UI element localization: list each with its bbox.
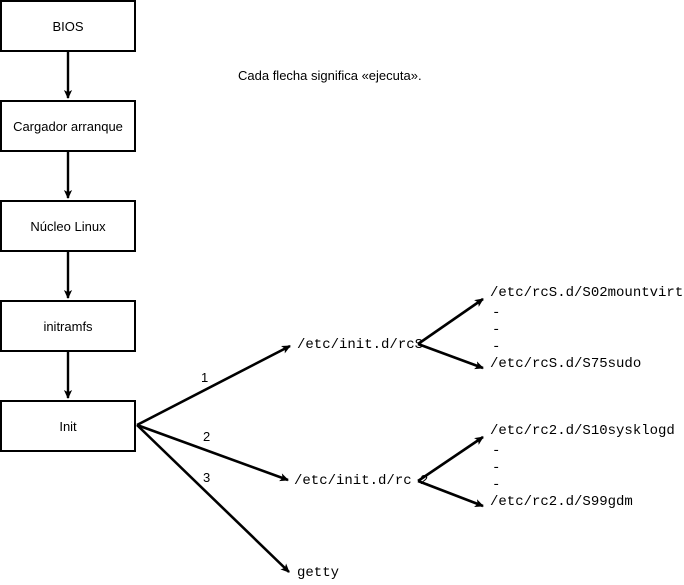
- boot-box-bootloader: Cargador arranque: [0, 100, 136, 152]
- rc2-branch-arrow-first: [417, 435, 484, 483]
- init-branch-number-2: 2: [203, 429, 211, 444]
- init-branch-target-rcs: /etc/init.d/rcS: [297, 337, 424, 353]
- rcs-script-first: /etc/rcS.d/S02mountvirtfs: [490, 285, 684, 301]
- rc2-ellipsis-dash-3: -: [492, 477, 501, 493]
- rcs-ellipsis-dash-2: -: [492, 322, 501, 338]
- boot-box-initramfs-label: initramfs: [43, 318, 93, 334]
- rc2-script-last: /etc/rc2.d/S99gdm: [490, 494, 633, 510]
- init-branch-arrow-1: [136, 344, 291, 427]
- init-branch-number-3: 3: [203, 470, 211, 485]
- boot-box-bios-label: BIOS: [52, 18, 84, 34]
- rc2-script-first: /etc/rc2.d/S10sysklogd: [490, 423, 675, 439]
- rc2-ellipsis-dash-2: -: [492, 460, 501, 476]
- boot-box-init-label: Init: [59, 418, 77, 434]
- rc2-script-ellipsis: - - -: [492, 443, 500, 494]
- rcs-ellipsis-dash-3: -: [492, 339, 501, 355]
- init-branch-arrow-2: [136, 423, 289, 482]
- rcs-branch-arrow-last: [417, 342, 484, 370]
- init-branch-target-rc2: /etc/init.d/rc 2: [294, 473, 429, 489]
- boot-box-init: Init: [0, 400, 136, 452]
- boot-box-initramfs: initramfs: [0, 300, 136, 352]
- rcs-script-last: /etc/rcS.d/S75sudo: [490, 356, 642, 372]
- rc2-branch-arrow-last: [417, 479, 484, 508]
- rcs-branch-arrow-first: [417, 297, 484, 346]
- boot-box-kernel-label: Núcleo Linux: [30, 218, 106, 234]
- boot-box-bios: BIOS: [0, 0, 136, 52]
- rcs-ellipsis-dash-1: -: [492, 305, 501, 321]
- diagram-note: Cada flecha significa «ejecuta».: [238, 68, 422, 83]
- boot-box-bootloader-label: Cargador arranque: [13, 118, 123, 134]
- init-branch-arrow-3: [136, 424, 290, 573]
- init-branch-target-getty: getty: [297, 565, 340, 581]
- init-branch-number-1: 1: [201, 370, 209, 385]
- rc2-ellipsis-dash-1: -: [492, 443, 501, 459]
- rcs-script-ellipsis: - - -: [492, 305, 500, 356]
- boot-box-kernel: Núcleo Linux: [0, 200, 136, 252]
